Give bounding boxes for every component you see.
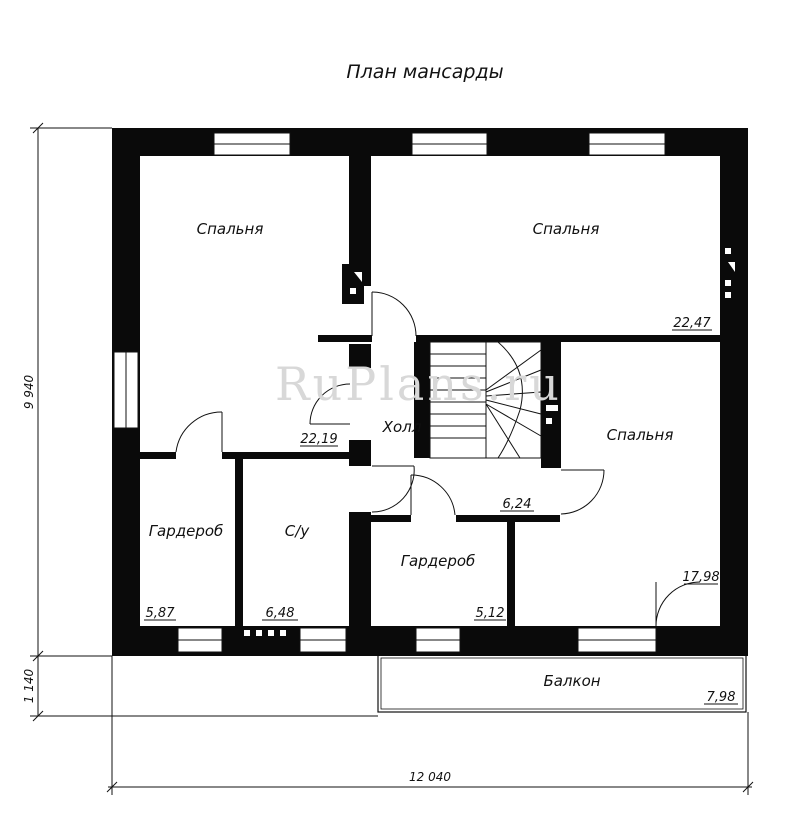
room-name-wardrobe-2: Гардероб <box>401 552 476 570</box>
interior-walls <box>140 156 722 650</box>
windows <box>113 132 666 653</box>
dimension-lines <box>30 122 754 795</box>
doors <box>175 291 701 627</box>
room-area-wardrobe-1: 5,87 <box>146 606 176 621</box>
balcony-outline <box>377 654 747 713</box>
room-area-bathroom: 6,48 <box>266 606 295 621</box>
room-name-bathroom: С/у <box>285 522 311 540</box>
dimension-height-main: 9 940 <box>22 374 36 409</box>
room-area-wardrobe-2: 5,12 <box>476 606 505 621</box>
room-area-bedroom-3: 17,98 <box>682 570 719 585</box>
stair <box>429 341 542 459</box>
room-name-bedroom-3: Спальня <box>607 426 674 444</box>
dimension-width-total: 12 040 <box>409 770 451 784</box>
room-name-hall: Холл <box>382 418 422 436</box>
room-name-bedroom-1: Спальня <box>197 220 264 238</box>
room-area-bedroom-1: 22,19 <box>300 432 337 447</box>
plan-title: План мансарды <box>346 61 503 83</box>
room-area-bedroom-2: 22,47 <box>673 316 711 331</box>
vent-shafts <box>244 240 742 636</box>
area-underlines <box>144 329 738 705</box>
watermark: RuPlans.ru <box>275 357 562 411</box>
dimension-height-balcony: 1 140 <box>22 668 36 703</box>
room-area-balcony: 7,98 <box>707 690 736 705</box>
room-area-hall: 6,24 <box>503 497 532 512</box>
room-name-wardrobe-1: Гардероб <box>149 522 224 540</box>
room-name-balcony: Балкон <box>543 672 600 690</box>
room-name-bedroom-2: Спальня <box>533 220 600 238</box>
